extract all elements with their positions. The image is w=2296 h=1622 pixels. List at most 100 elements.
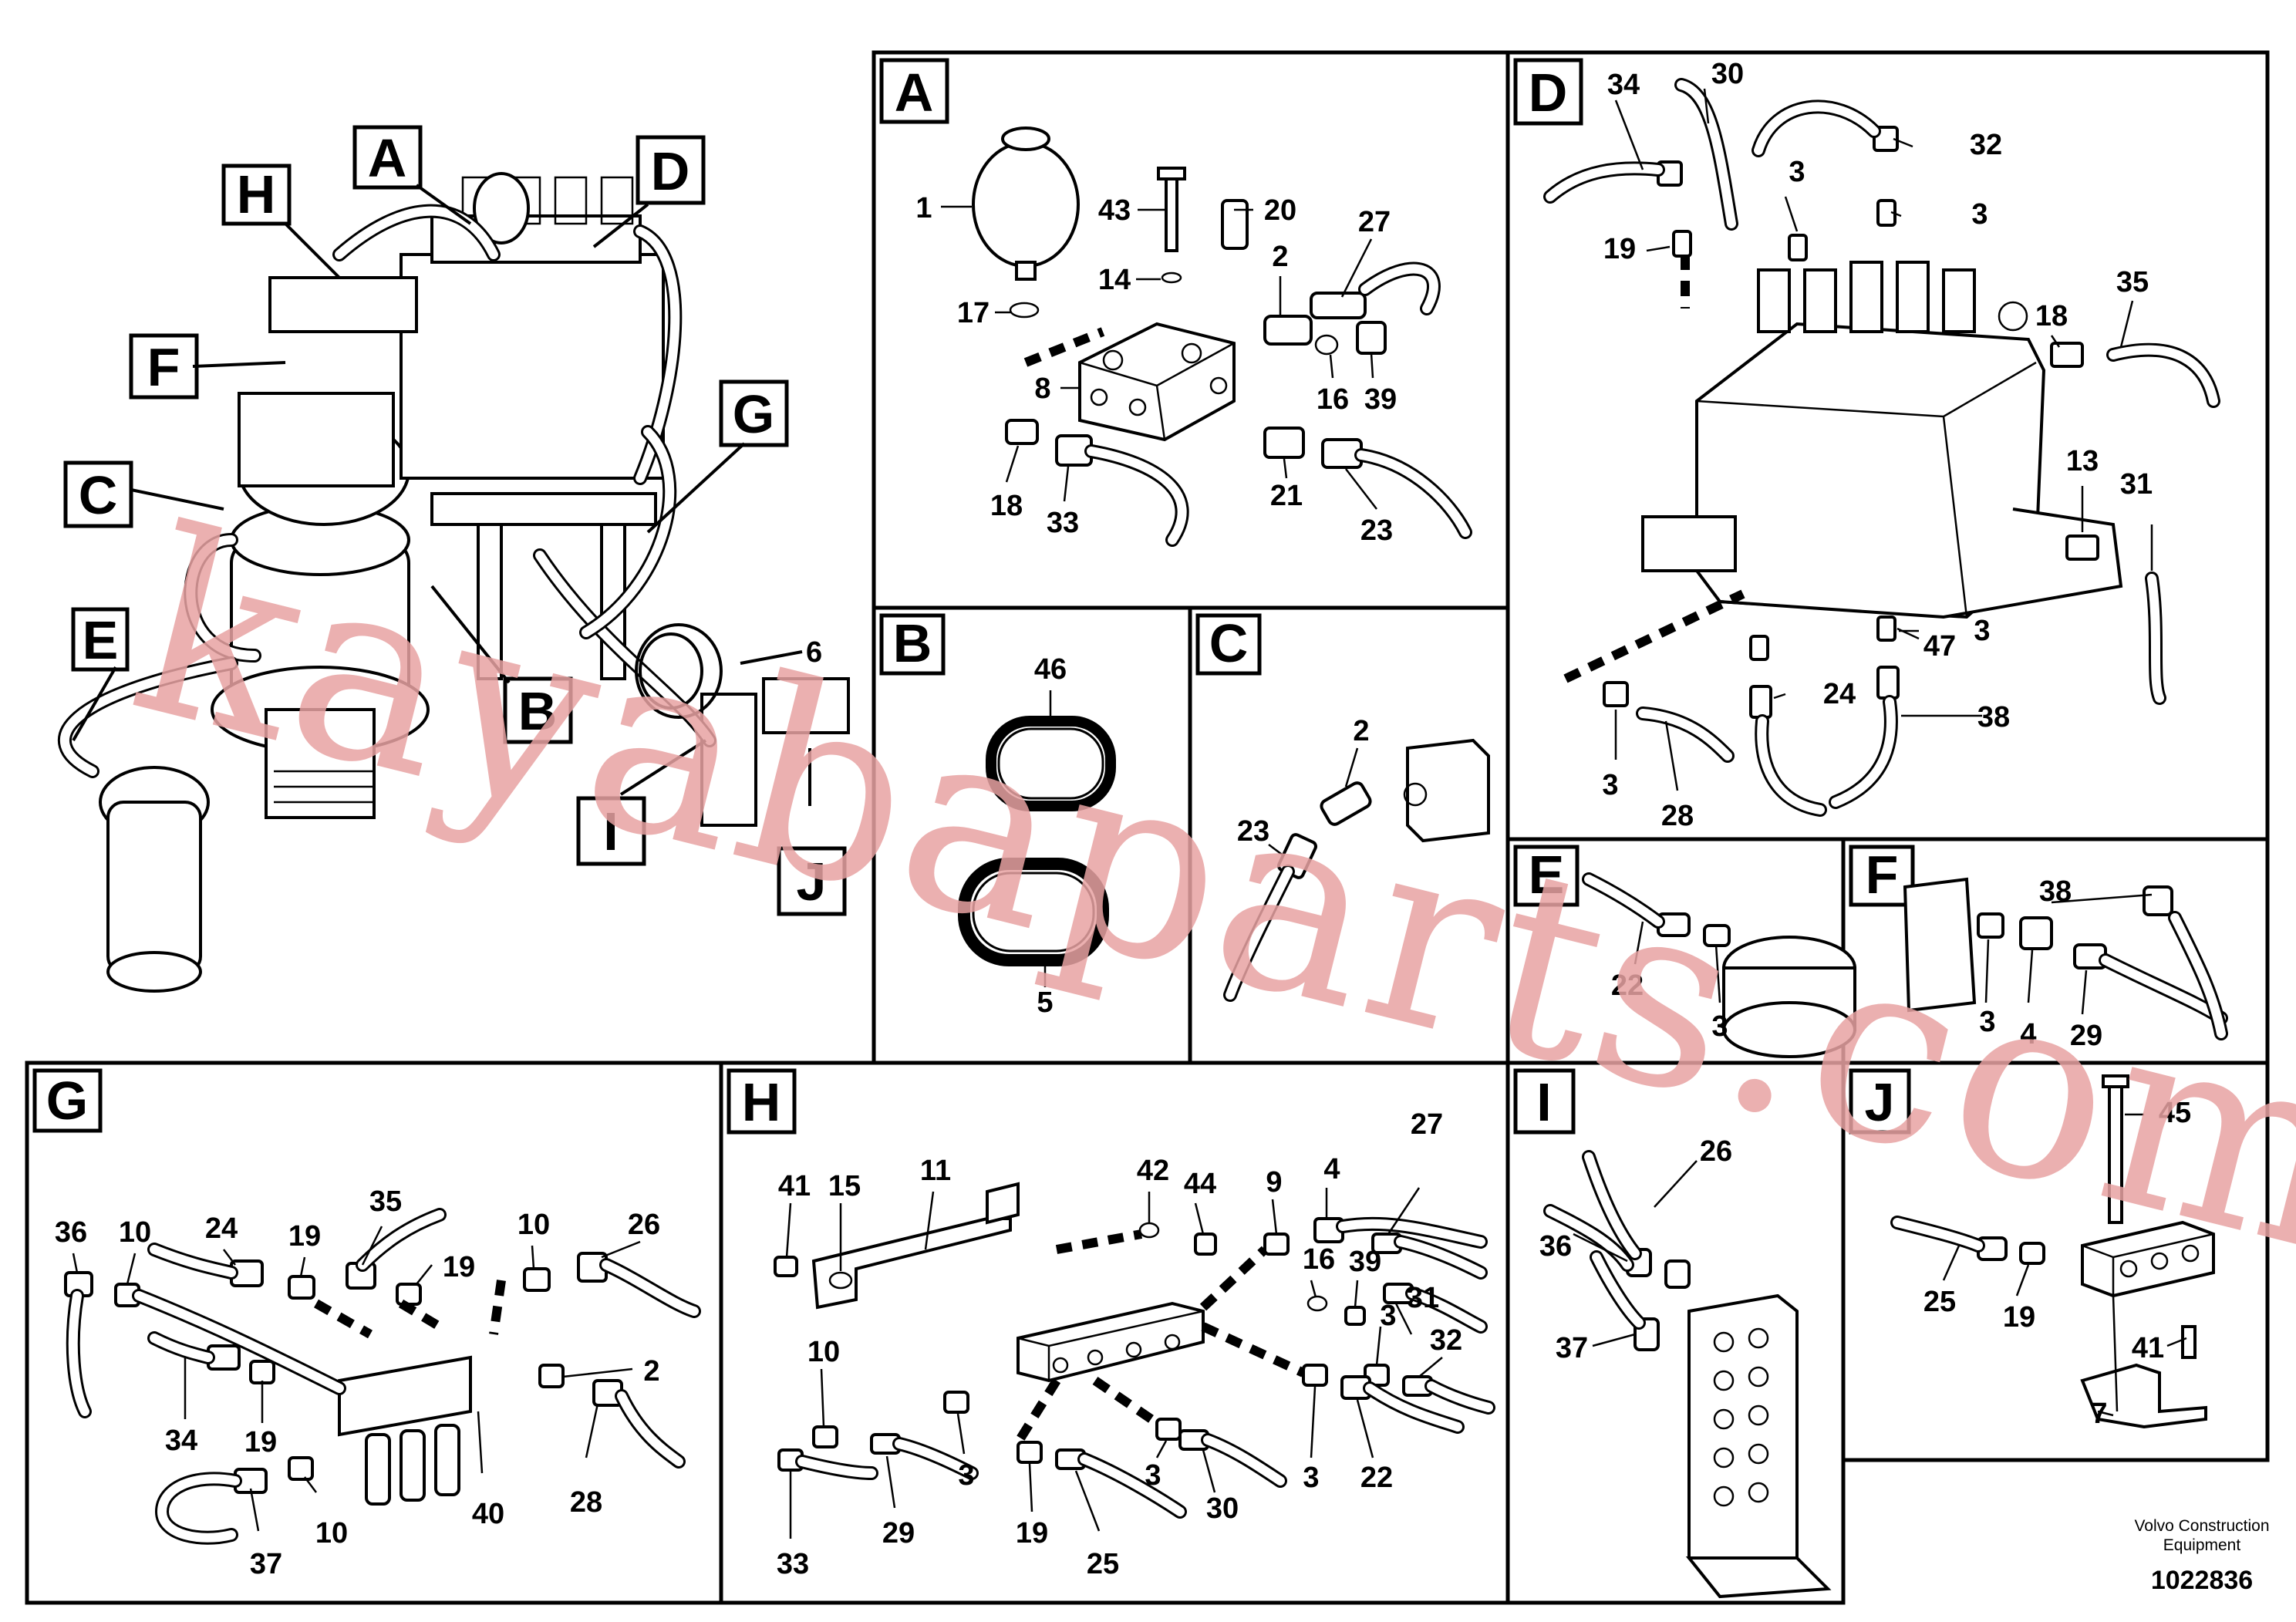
part-label: 25 [1087, 1548, 1119, 1580]
brand-line2: Equipment [2163, 1536, 2241, 1554]
part-label: 39 [1349, 1246, 1381, 1278]
callout-C[interactable]: C [63, 460, 133, 528]
part-label: 16 [1303, 1243, 1335, 1276]
panel-tag-H: H [727, 1068, 797, 1135]
part-label: 28 [1661, 800, 1694, 832]
svg-text:A: A [895, 62, 934, 123]
part-label: 27 [1358, 206, 1391, 238]
part-label: 25 [1923, 1286, 1956, 1318]
part-label: 23 [1237, 815, 1269, 848]
part-label: 38 [2039, 875, 2072, 908]
part-label: 44 [1184, 1168, 1216, 1200]
part-label: 36 [1539, 1230, 1572, 1263]
callout-B[interactable]: B [503, 676, 573, 744]
part-label: 4 [1323, 1153, 1340, 1185]
part-label: 7 [2091, 1398, 2107, 1430]
part-label: 30 [1711, 58, 1744, 90]
panel-A: A 1 43 20 17 [879, 58, 1472, 547]
part-label: 24 [1823, 678, 1856, 710]
svg-text:E: E [83, 610, 119, 670]
part-label: 22 [1611, 969, 1644, 1002]
part-label: 14 [1098, 264, 1131, 296]
part-label: 24 [205, 1212, 238, 1245]
part-label: 15 [828, 1170, 861, 1202]
overview-leaders [72, 184, 811, 806]
part-label: 26 [628, 1209, 660, 1241]
part-label: 2 [1353, 715, 1369, 747]
panel-F: F 38 3 4 29 [1849, 845, 2228, 1052]
svg-text:F: F [1866, 845, 1899, 905]
panel-tag-E: E [1513, 845, 1580, 907]
part-label: 46 [1034, 653, 1067, 686]
part-label: 45 [2159, 1097, 2191, 1129]
part-label: 31 [1407, 1282, 1439, 1314]
part-label: 33 [1047, 507, 1079, 539]
part-label: 18 [990, 490, 1023, 522]
part-label: 32 [1970, 129, 2002, 161]
part-label: 41 [778, 1170, 811, 1202]
panel-tag-J: J [1849, 1068, 1911, 1135]
part-label: 10 [119, 1216, 151, 1249]
svg-text:A: A [368, 128, 407, 188]
part-label: 22 [1360, 1462, 1393, 1494]
part-label: 6 [806, 636, 822, 669]
callout-F[interactable]: F [129, 333, 199, 400]
part-label: 19 [1603, 233, 1636, 265]
panel-D: D 34 30 32 [1513, 58, 2220, 832]
part-label: 4 [2020, 1018, 2036, 1050]
svg-text:D: D [1529, 62, 1568, 123]
part-label: 3 [1789, 156, 1805, 188]
callout-A[interactable]: A [352, 125, 423, 190]
part-label: 19 [244, 1426, 277, 1458]
part-label: 35 [2116, 266, 2149, 298]
part-label: 37 [250, 1548, 282, 1580]
panel-tag-D: D [1513, 58, 1583, 126]
callout-G[interactable]: G [719, 379, 789, 447]
svg-text:G: G [733, 384, 774, 444]
panel-tag-B: B [879, 613, 946, 676]
part-label: 3 [958, 1459, 974, 1492]
part-label: 2 [1272, 241, 1288, 273]
panel-tag-C: C [1195, 613, 1262, 676]
part-label: 13 [2066, 445, 2099, 477]
part-label: 19 [443, 1251, 475, 1283]
part-label: 19 [2003, 1301, 2035, 1334]
part-label: 37 [1556, 1332, 1588, 1364]
callout-J[interactable]: J [777, 846, 847, 916]
part-label: 19 [1016, 1517, 1048, 1549]
part-label: 36 [55, 1216, 87, 1249]
part-label: 38 [1977, 701, 2010, 733]
svg-text:F: F [147, 337, 180, 397]
svg-text:B: B [518, 681, 558, 741]
part-label: 29 [882, 1517, 915, 1549]
panel-tag-I: I [1513, 1068, 1576, 1135]
panel-I: I 26 36 37 [1513, 1068, 1832, 1599]
svg-text:I: I [1536, 1072, 1551, 1132]
panel-J: J 45 25 19 41 7 [1849, 1068, 2215, 1430]
svg-text:G: G [46, 1071, 88, 1131]
callout-D[interactable]: D [636, 135, 706, 205]
part-label: 32 [1430, 1324, 1462, 1357]
part-label: 40 [472, 1498, 504, 1530]
part-label: 28 [570, 1486, 602, 1519]
part-label: 3 [1602, 769, 1618, 801]
part-label: 3 [1971, 198, 1988, 231]
panel-C: C 2 23 [1195, 613, 1490, 1002]
part-label: 34 [1607, 69, 1640, 101]
callout-I[interactable]: I [576, 796, 646, 866]
svg-text:D: D [651, 141, 690, 201]
part-label: 3 [1974, 615, 1990, 647]
part-label: 10 [315, 1517, 348, 1549]
footer-brand: Volvo Construction Equipment 1022836 [2134, 1517, 2269, 1595]
callout-H[interactable]: H [221, 164, 292, 226]
callout-E[interactable]: E [71, 607, 130, 672]
part-label: 20 [1264, 194, 1296, 227]
part-label: 35 [369, 1185, 402, 1218]
part-label: 10 [518, 1209, 550, 1241]
part-label: 3 [1145, 1459, 1161, 1492]
part-label: 3 [1711, 1010, 1728, 1043]
part-label: 18 [2035, 300, 2068, 332]
part-label: 23 [1360, 514, 1393, 547]
